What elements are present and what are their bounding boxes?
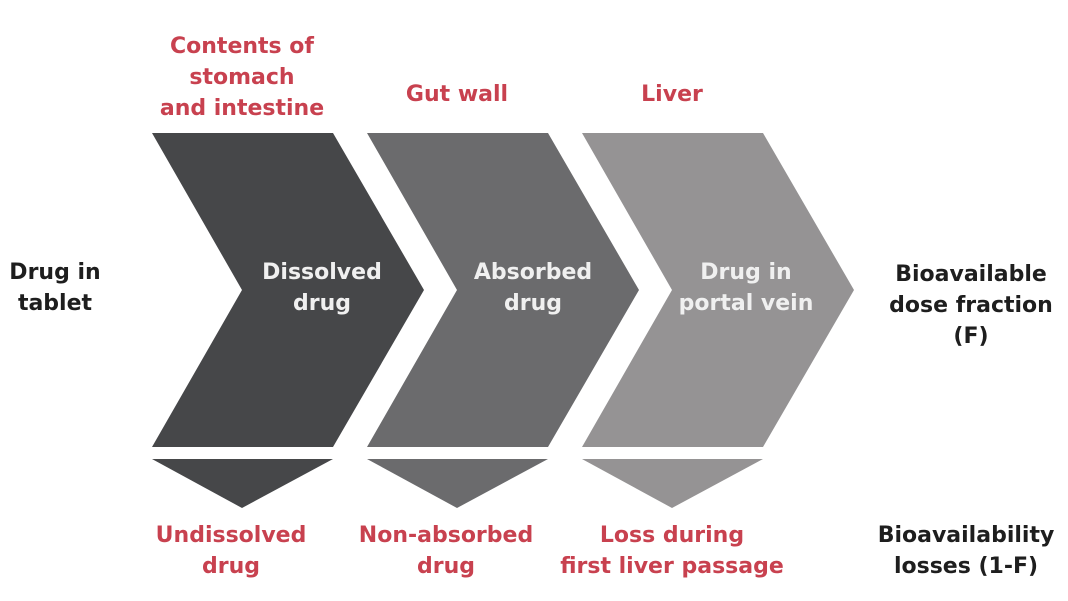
text-line: Absorbed: [473, 260, 593, 285]
text-line: first liver passage: [560, 554, 784, 579]
loss-arrow-1: [152, 459, 333, 508]
text-line: Dissolved: [262, 260, 382, 285]
loss-label-1: Undissolved drug: [156, 520, 307, 582]
text-line: drug: [292, 291, 352, 316]
text-line: dose fraction: [889, 293, 1053, 318]
text-line: drug: [416, 554, 476, 579]
text-line: Gut wall: [405, 82, 509, 107]
site-label-2: Gut wall: [406, 79, 508, 110]
state-label-1: Dissolved drug: [262, 257, 382, 319]
site-label-3: Liver: [641, 79, 703, 110]
text-line: Drug in: [9, 260, 101, 285]
text-line: portal vein: [678, 291, 814, 316]
text-line: tablet: [17, 291, 93, 316]
chevron-stage-2: [367, 133, 639, 447]
text-line: drug: [201, 554, 261, 579]
text-line: drug: [503, 291, 562, 316]
text-line: losses (1-F): [893, 554, 1039, 579]
text-line: Drug in: [700, 260, 792, 285]
input-label: Drug in tablet: [9, 257, 100, 319]
losses-label: Bioavailability losses (1-F): [878, 520, 1055, 582]
state-label-3: Drug in portal vein: [679, 257, 814, 319]
text-line: Loss during: [599, 523, 745, 548]
text-line: Bioavailability: [877, 523, 1055, 548]
output-label: Bioavailable dose fraction (F): [889, 259, 1053, 352]
text-line: Contents of: [170, 34, 314, 59]
loss-label-3: Loss during first liver passage: [560, 520, 784, 582]
text-line: Undissolved: [155, 523, 307, 548]
loss-label-2: Non-absorbed drug: [359, 520, 533, 582]
loss-arrow-3: [582, 459, 763, 508]
text-line: Non-absorbed: [358, 523, 534, 548]
text-line: Bioavailable: [895, 262, 1047, 287]
chevron-stage-1: [152, 133, 424, 447]
chevron-stage-3: [582, 133, 854, 447]
site-label-1: Contents of stomach and intestine: [160, 31, 324, 124]
loss-arrow-2: [367, 459, 548, 508]
text-line: stomach: [189, 65, 295, 90]
text-line: and intestine: [159, 96, 325, 121]
state-label-2: Absorbed drug: [474, 257, 592, 319]
text-line: (F): [953, 324, 989, 349]
text-line: Liver: [641, 82, 703, 107]
